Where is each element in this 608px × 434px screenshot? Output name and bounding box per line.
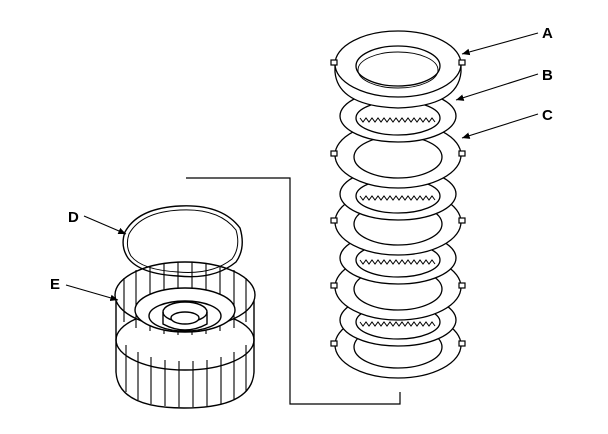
leader-b bbox=[455, 73, 539, 101]
callout-e: E bbox=[50, 276, 60, 293]
leader-d bbox=[83, 215, 127, 235]
callout-c: C bbox=[542, 107, 553, 124]
clutch-plate-stack bbox=[334, 30, 462, 379]
callout-a: A bbox=[542, 25, 553, 42]
spline-teeth bbox=[359, 117, 436, 327]
assembly-connector-line bbox=[186, 177, 401, 405]
plate-outer-tabs bbox=[330, 59, 466, 347]
callout-b: B bbox=[542, 67, 553, 84]
callout-d: D bbox=[68, 209, 79, 226]
o-ring bbox=[122, 205, 243, 278]
clutch-drum bbox=[114, 261, 256, 409]
leader-e bbox=[65, 284, 119, 302]
leader-a bbox=[461, 32, 539, 56]
leader-c bbox=[461, 113, 539, 139]
